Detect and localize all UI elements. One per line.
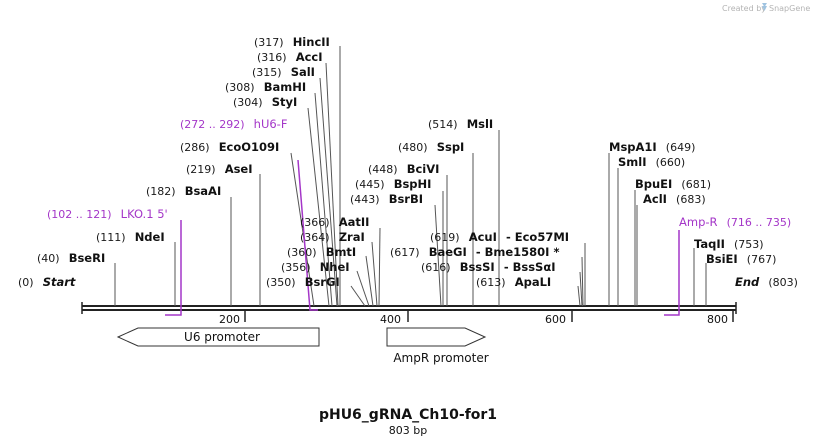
site-label-taqii: TaqII (753) (694, 233, 764, 252)
site-label-bsphi: (445) BspHI (355, 173, 431, 192)
tick-label: 800 (707, 313, 728, 326)
u6-promoter-label: U6 promoter (184, 330, 260, 344)
site-label-bsiei: BsiEI (767) (706, 248, 776, 267)
site-label-bpuei: BpuEI (681) (635, 173, 711, 192)
site-label-bseri: (40) BseRI (37, 247, 105, 266)
primer-label-hu6-f: (272 .. 292) hU6-F (180, 113, 287, 132)
ampr-promoter-label: AmpR promoter (393, 351, 488, 365)
site-label-styi: (304) StyI (233, 91, 297, 110)
site-label-acci: (316) AccI (257, 46, 323, 65)
u6-promoter-feature: U6 promoter (116, 327, 320, 347)
site-label-bamhi: (308) BamHI (225, 76, 306, 95)
site-label-bmti: (360) BmtI (287, 241, 356, 260)
site-label-sali: (315) SalI (252, 61, 315, 80)
credit-brand: SnapGene (769, 4, 810, 13)
site-label-ecoo109i: (286) EcoO109I (180, 136, 279, 155)
map-length: 803 bp (389, 424, 427, 437)
credit-text: Created by (722, 4, 766, 13)
site-label-asei: (219) AseI (186, 158, 253, 177)
site-label-msli: (514) MslI (428, 113, 493, 132)
site-label-smli: SmlI (660) (618, 151, 685, 170)
primer-marks (165, 159, 680, 316)
primer-label-amp-r: Amp-R (716 .. 735) (679, 211, 791, 230)
start-label: (0) Start (18, 271, 76, 290)
tick-label: 600 (545, 313, 566, 326)
primer-label-lko1: (102 .. 121) LKO.1 5' (47, 203, 168, 222)
site-label-hincii: (317) HincII (254, 31, 330, 50)
site-label-acui: (619) AcuI - Eco57MI (430, 226, 569, 245)
site-label-bsrgi: (350) BsrGI (266, 271, 340, 290)
site-label-bsssi: (616) BssSI - BssSαI (421, 256, 556, 275)
site-label-baegi: (617) BaeGI - Bme1580I * (390, 241, 559, 260)
site-label-mspa1i: MspA1I (649) (609, 136, 695, 155)
site-label-ndei: (111) NdeI (96, 226, 165, 245)
snapgene-logo-icon (762, 3, 767, 11)
map-title: pHU6_gRNA_Ch10-for1 (319, 407, 497, 423)
site-label-sspi: (480) SspI (398, 136, 464, 155)
sequence-backbone (81, 302, 737, 314)
tick-label: 200 (219, 313, 240, 326)
site-label-bcivi: (448) BciVI (368, 158, 439, 177)
site-label-aatii: (366) AatII (300, 211, 369, 230)
site-label-apali: (613) ApaLI (476, 271, 551, 290)
tick-label: 400 (380, 313, 401, 326)
end-label: End (803) (735, 271, 798, 290)
ruler-ticks (244, 311, 734, 322)
site-label-nhei: (356) NheI (281, 256, 350, 275)
site-leader-lines (114, 46, 707, 307)
ampr-promoter-feature: AmpR promoter (386, 327, 489, 365)
site-label-bsaai: (182) BsaAI (146, 180, 221, 199)
site-label-acli: AclI (683) (643, 188, 706, 207)
site-label-bsrbi: (443) BsrBI (350, 188, 423, 207)
site-label-zrai: (364) ZraI (300, 226, 365, 245)
